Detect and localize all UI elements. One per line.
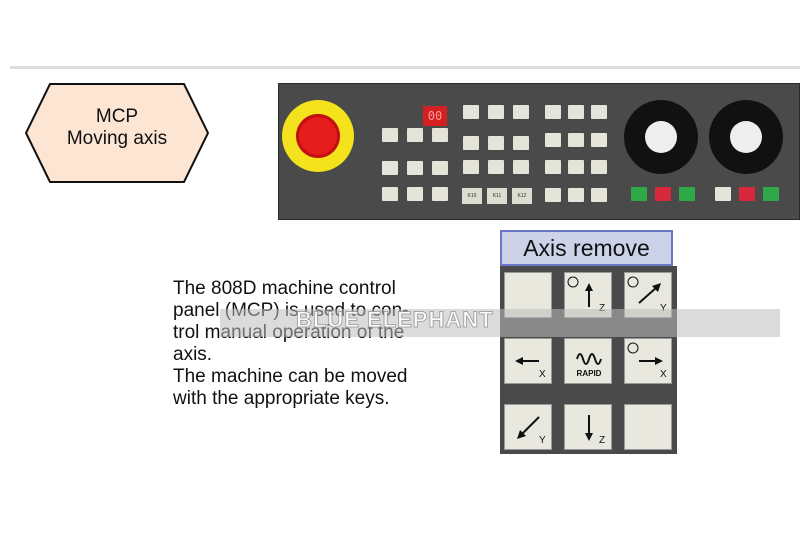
- arrow-left-icon: [515, 357, 539, 365]
- spindle-stop-key[interactable]: [739, 187, 755, 201]
- arrow-up-icon: [567, 276, 593, 307]
- feed-override-dial[interactable]: [624, 100, 698, 174]
- panel-key[interactable]: [432, 128, 448, 142]
- panel-axis-key[interactable]: [568, 133, 584, 147]
- axis-key-z-minus[interactable]: Z: [564, 404, 612, 450]
- led-display: 00: [423, 106, 447, 126]
- rapid-wave-icon: [576, 353, 602, 365]
- machine-control-panel: 00 K10 K11 K12: [278, 83, 800, 220]
- panel-key[interactable]: [591, 188, 607, 202]
- panel-key[interactable]: [407, 187, 423, 201]
- arrow-right-icon: [627, 342, 663, 365]
- panel-key[interactable]: [432, 161, 448, 175]
- key-k10[interactable]: K10: [462, 188, 482, 204]
- panel-key[interactable]: [545, 188, 561, 202]
- panel-key[interactable]: [463, 136, 479, 150]
- panel-key[interactable]: [488, 105, 504, 119]
- axis-key-y-minus[interactable]: Y: [504, 404, 552, 450]
- panel-key[interactable]: [407, 128, 423, 142]
- panel-axis-key[interactable]: [545, 160, 561, 174]
- desc-line: The 808D machine control: [173, 278, 396, 299]
- panel-key[interactable]: [463, 160, 479, 174]
- axis-remove-title: Axis remove: [500, 230, 673, 266]
- spindle-start-key[interactable]: [763, 187, 779, 201]
- title-line2: Moving axis: [66, 128, 168, 149]
- arrow-down-icon: [585, 415, 593, 441]
- panel-axis-key[interactable]: [545, 105, 561, 119]
- panel-key[interactable]: [382, 128, 398, 142]
- panel-key[interactable]: [513, 160, 529, 174]
- panel-axis-key[interactable]: [591, 105, 607, 119]
- arrow-down-left-icon: [517, 416, 540, 439]
- panel-axis-key[interactable]: [591, 133, 607, 147]
- axis-keypad: Z Y X RAPID X Y: [500, 266, 677, 454]
- panel-key[interactable]: [488, 160, 504, 174]
- emergency-stop-button[interactable]: [282, 100, 354, 172]
- rapid-label: RAPID: [576, 369, 602, 378]
- watermark-band: [220, 309, 780, 337]
- axis-key-x-plus[interactable]: X: [624, 338, 672, 384]
- axis-key-rapid[interactable]: RAPID: [564, 338, 612, 384]
- panel-axis-key[interactable]: [568, 160, 584, 174]
- mcp-title-badge: MCP Moving axis: [24, 82, 210, 184]
- panel-key[interactable]: [463, 105, 479, 119]
- panel-key[interactable]: [382, 161, 398, 175]
- cycle-start-key[interactable]: [631, 187, 647, 201]
- panel-key[interactable]: [432, 187, 448, 201]
- axis-key-x-minus[interactable]: X: [504, 338, 552, 384]
- key-k11[interactable]: K11: [487, 188, 507, 204]
- panel-key[interactable]: [513, 105, 529, 119]
- spindle-key[interactable]: [679, 187, 695, 201]
- panel-key[interactable]: [513, 136, 529, 150]
- panel-key[interactable]: [488, 136, 504, 150]
- desc-line: axis.: [173, 344, 213, 365]
- panel-axis-key[interactable]: [545, 133, 561, 147]
- key-k12[interactable]: K12: [512, 188, 532, 204]
- arrow-up-right-icon: [627, 276, 661, 304]
- desc-line: with the appropriate keys.: [173, 388, 390, 409]
- description-text: The 808D machine control panel (MCP) is …: [173, 278, 493, 410]
- panel-key[interactable]: [407, 161, 423, 175]
- panel-axis-key[interactable]: [568, 105, 584, 119]
- axis-key-blank[interactable]: [624, 404, 672, 450]
- panel-axis-key[interactable]: [591, 160, 607, 174]
- spindle-override-dial[interactable]: [709, 100, 783, 174]
- title-line1: MCP: [95, 106, 139, 127]
- watermark-text: BLUE ELEPHANT: [296, 307, 494, 333]
- panel-key[interactable]: [568, 188, 584, 202]
- desc-line: The machine can be moved: [173, 366, 408, 387]
- cycle-stop-key[interactable]: [655, 187, 671, 201]
- panel-key[interactable]: [382, 187, 398, 201]
- reset-key[interactable]: [715, 187, 731, 201]
- top-divider: [10, 66, 800, 69]
